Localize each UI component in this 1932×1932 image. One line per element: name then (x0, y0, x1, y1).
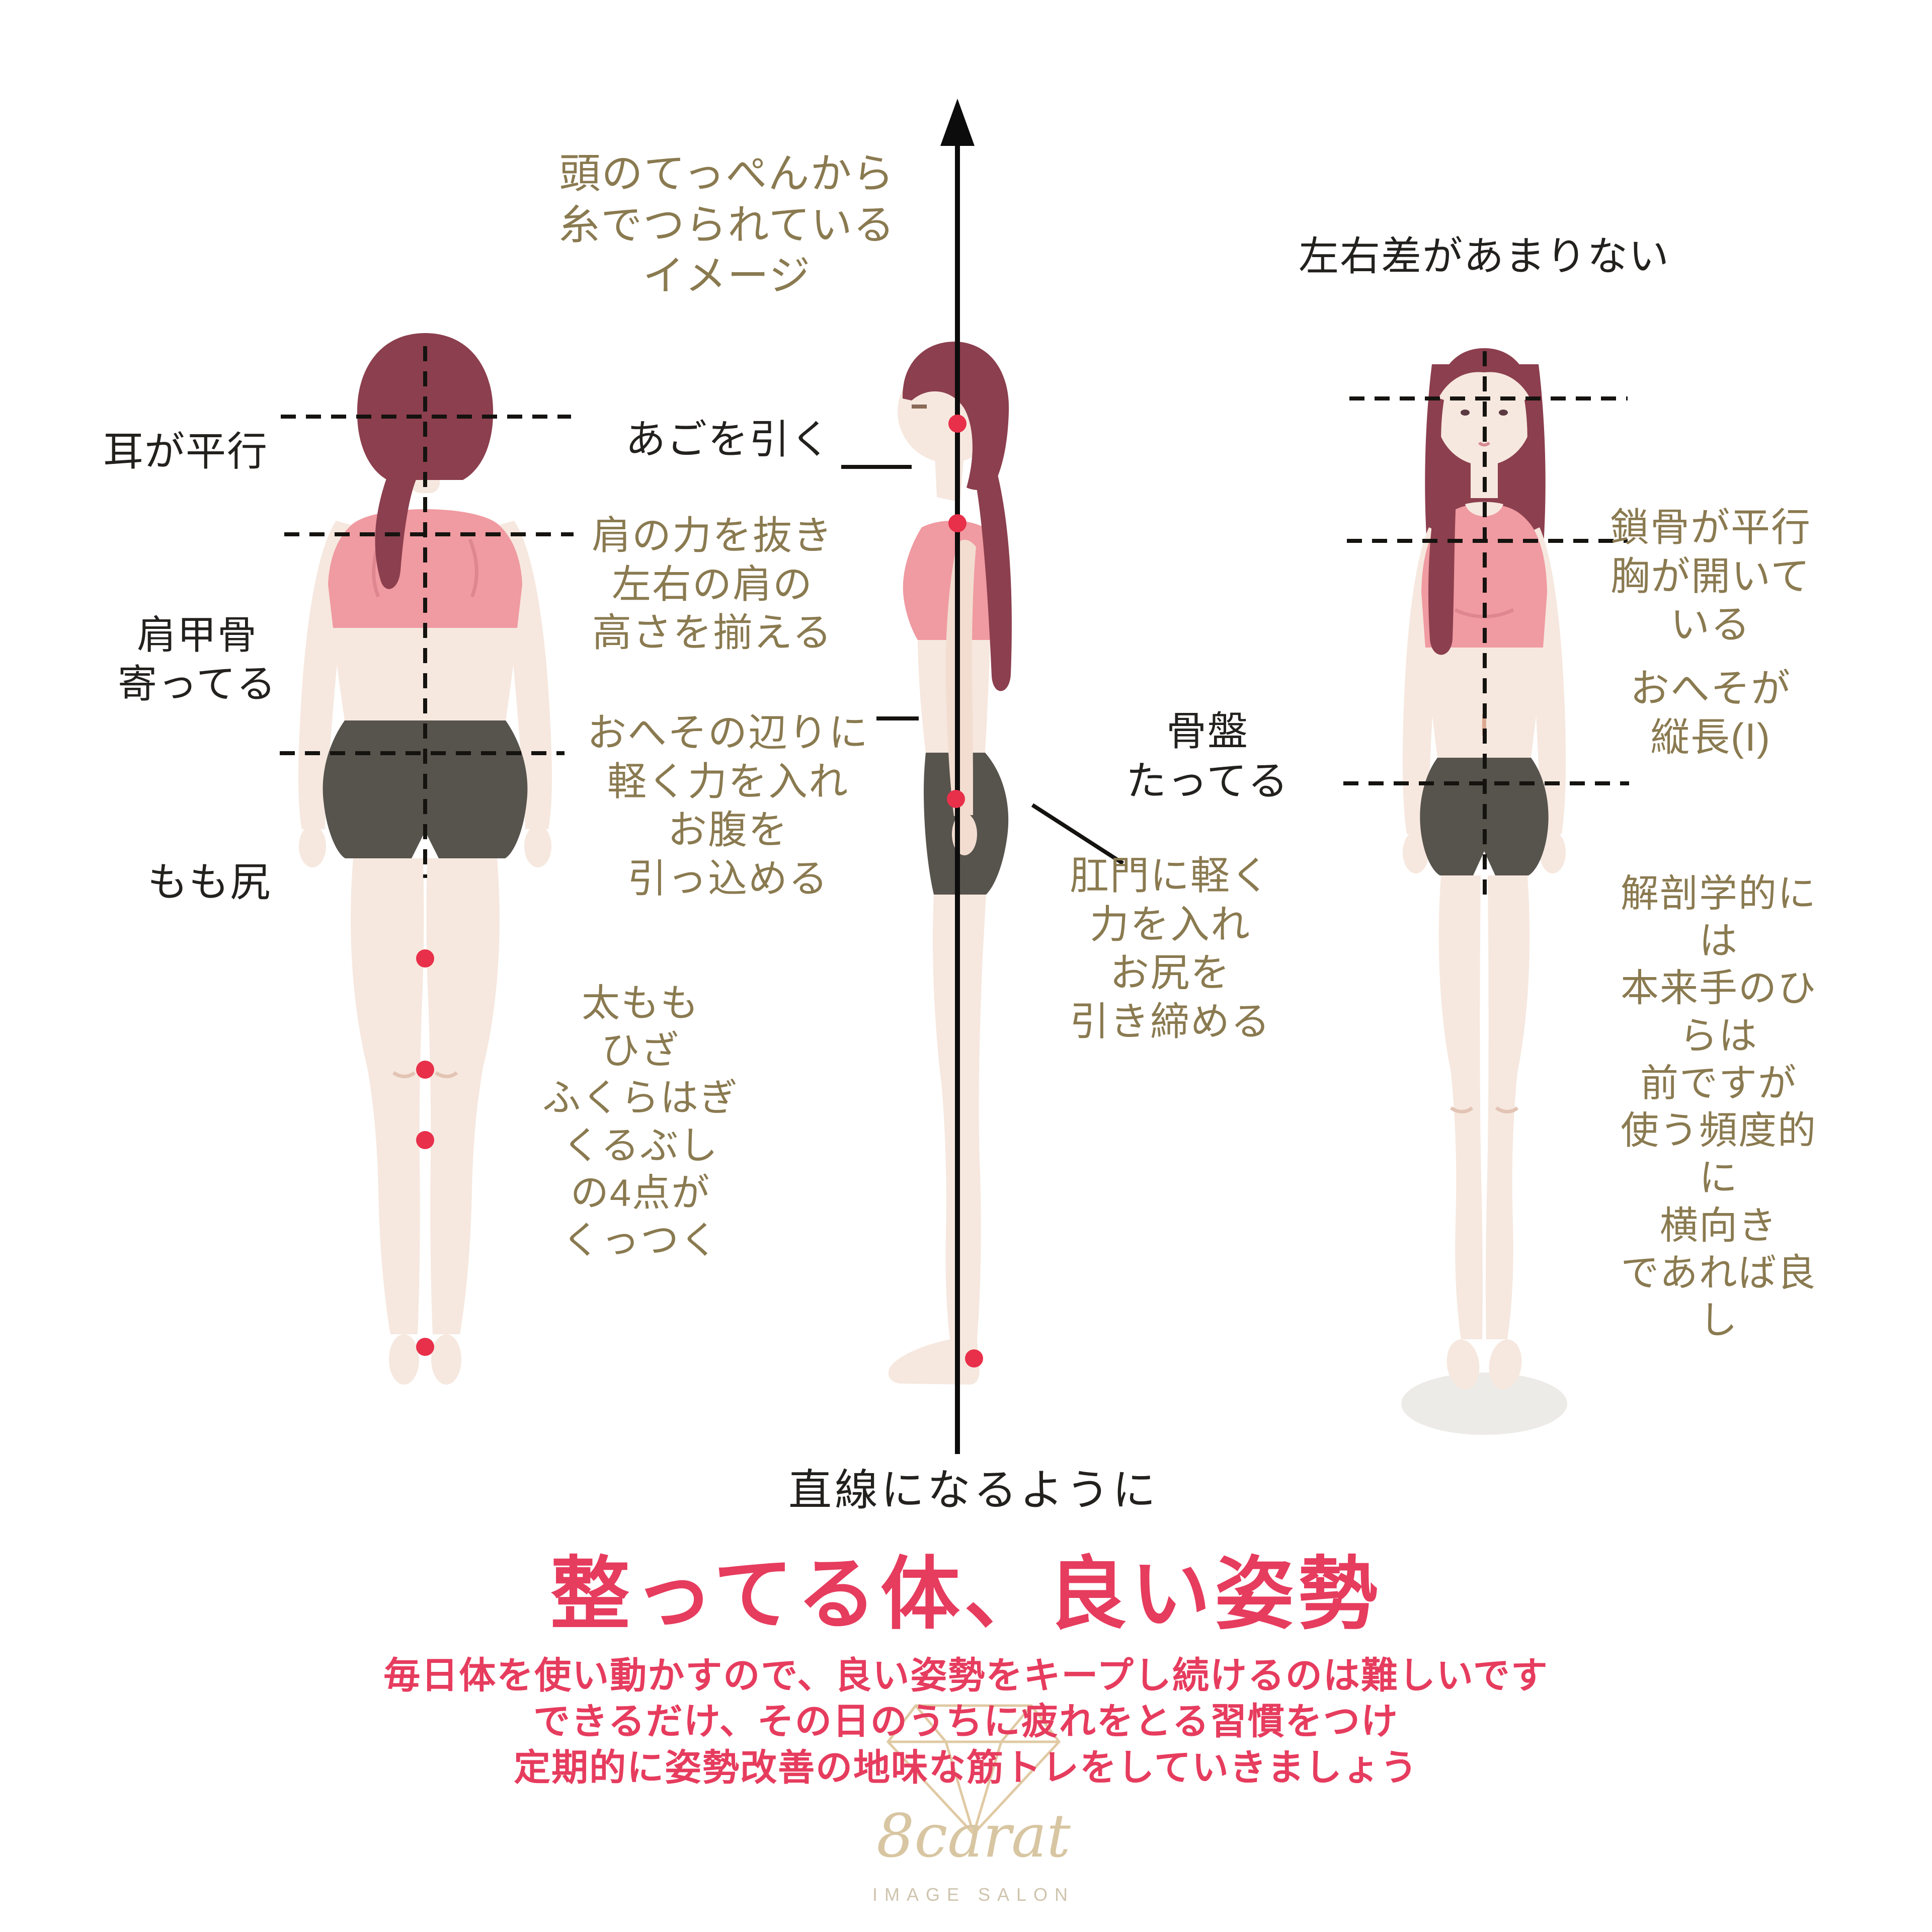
figure-side-view (888, 342, 1012, 1385)
annotation-ears-parallel: 耳が平行 (103, 429, 268, 474)
annotation-head-thread: 頭のてっぺんから 糸でつられている イメージ (558, 151, 896, 299)
annotation-shoulder-blades: 肩甲骨 寄ってる (117, 613, 277, 706)
annotation-four-points: 太もも ひざ ふくらはぎ くるぶし の4点が くっつく (542, 982, 739, 1262)
annotation-glutes: 肛門に軽く 力を入れ お尻を 引き締める (1069, 853, 1271, 1044)
pointer-lines (841, 465, 1124, 865)
alignment-dots (416, 415, 983, 1367)
figure-front-view (1402, 348, 1566, 1390)
annotation-chin-tuck: あごを引く (625, 417, 832, 462)
footer-body-text: 毎日体を使い動かすので、良い姿勢をキープし続けるのは難しいです できるだけ、その… (383, 1655, 1549, 1788)
floor-shadow (1401, 1373, 1567, 1435)
annotation-pelvis-upright: 骨盤 たってる (1126, 709, 1289, 804)
annotation-thigh-hip: もも尻 (147, 860, 271, 905)
watermark-tagline: IMAGE SALON (872, 1884, 1075, 1905)
annotation-palms-note: 解剖学的には 本来手のひらは 前ですが 使う頻度的に 横向き であれば良し (1621, 872, 1817, 1342)
page-title: 整ってる体、良い姿勢 (550, 1550, 1382, 1639)
annotation-navel-core: おへその辺りに 軽く力を入れ お腹を 引っ込める (587, 710, 869, 901)
diamond-icon (886, 1704, 1061, 1836)
annotation-navel-vertical: おへそが 縦長(I) (1630, 666, 1792, 759)
alignment-dashed-lines (280, 346, 1629, 901)
watermark-brand: 8carat (876, 1801, 1071, 1871)
annotation-collarbone: 鎖骨が平行 胸が開いている (1609, 505, 1811, 647)
annotation-shoulders-relax: 肩の力を抜き 左右の肩の 高さを揃える (591, 513, 834, 655)
annotation-symmetry: 左右差があまりない (1299, 234, 1670, 279)
annotation-straight-line: 直線になるように (788, 1466, 1159, 1514)
